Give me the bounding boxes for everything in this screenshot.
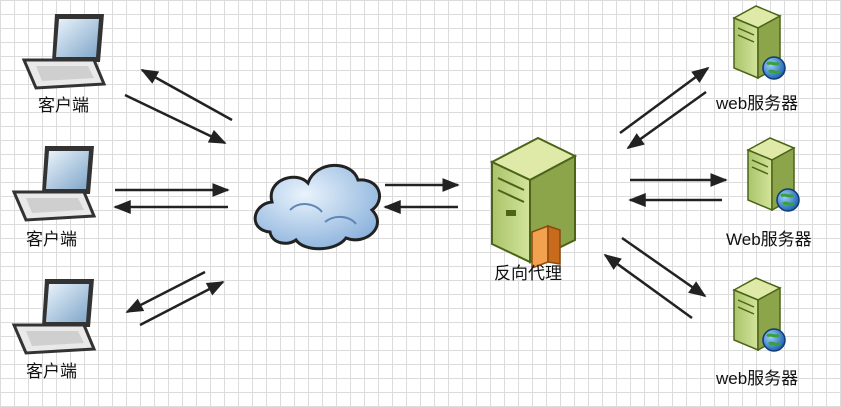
proxy-door-icon: [531, 224, 549, 270]
web-server-3-label: web服务器: [716, 369, 799, 388]
arrow-client1-to-cloud: [124, 93, 227, 145]
cloud-proxy-arrows: [383, 178, 460, 214]
client-2-label: 客户端: [26, 230, 77, 249]
client-1-label: 客户端: [38, 96, 89, 115]
web-server-2-label: Web服务器: [726, 230, 812, 249]
arrow-server1-to-proxy: [626, 90, 707, 150]
client-3-laptop-icon: [11, 279, 97, 355]
arrow-client3-to-cloud: [139, 280, 225, 327]
arrow-proxy-to-server3: [621, 236, 707, 298]
client-cloud-arrows: [113, 68, 233, 327]
client-1-laptop-icon: [21, 14, 107, 90]
arrow-proxy-to-server1: [619, 66, 710, 135]
client-3-label: 客户端: [26, 362, 77, 381]
arrow-cloud-to-client1: [140, 68, 233, 122]
arrow-server3-to-proxy: [603, 253, 693, 320]
web-server-1-label: web服务器: [716, 94, 799, 113]
client-2-laptop-icon: [11, 146, 97, 222]
proxy-server-arrows: [603, 66, 728, 320]
web-server-1-icon: [732, 5, 786, 80]
proxy-server-icon: [489, 136, 578, 270]
internet-cloud-icon: [253, 163, 382, 251]
web-server-2-icon: [746, 137, 800, 212]
arrow-cloud-to-client3: [125, 270, 206, 314]
proxy-label: 反向代理: [494, 264, 562, 283]
web-server-3-icon: [732, 277, 786, 352]
